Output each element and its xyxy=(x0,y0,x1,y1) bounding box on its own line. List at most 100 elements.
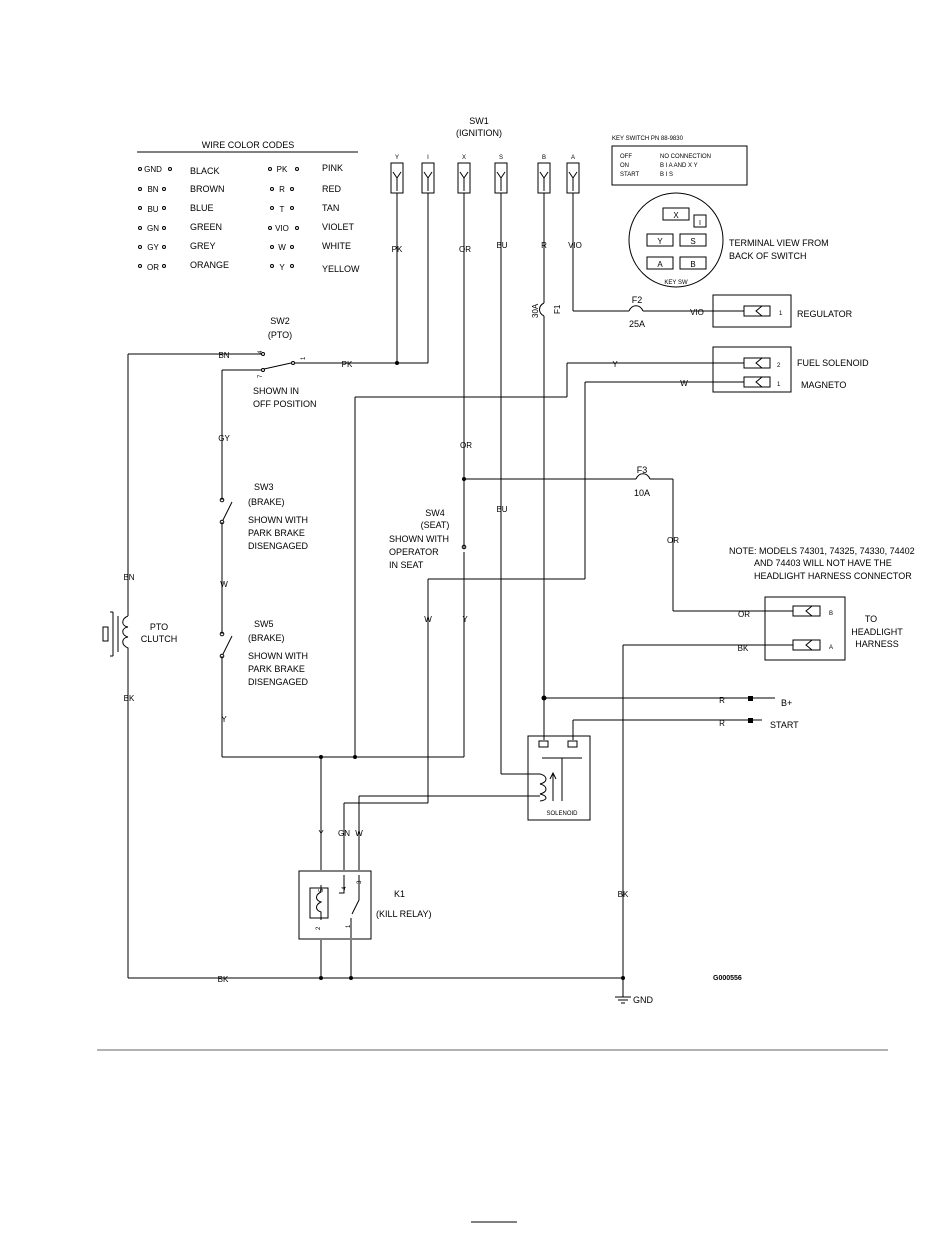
terminal-b xyxy=(679,256,707,270)
terminal-label: X xyxy=(673,211,679,220)
legend-code: Y xyxy=(279,263,285,272)
sw2-pto-switch: SW2 (PTO) 4 7 1 SHOWN IN OFF POSITION BN… xyxy=(218,316,353,409)
sw4-note: OPERATOR xyxy=(389,547,439,557)
sw2-pin: 1 xyxy=(301,356,307,360)
junction-dots xyxy=(319,361,753,980)
regulator-pin xyxy=(743,305,771,317)
sw4-title: SW4 xyxy=(425,508,445,518)
legend-row-or: OR ORANGE xyxy=(147,260,229,272)
sw1-terminal-label: I xyxy=(427,155,429,161)
sw3-subtitle: (BRAKE) xyxy=(248,497,285,507)
terminal-label: S xyxy=(690,237,695,246)
sw3-note: PARK BRAKE xyxy=(248,528,305,538)
starter-solenoid: SOLENOID xyxy=(527,735,591,821)
solenoid-arrow xyxy=(549,771,557,801)
k1-pin: 5 xyxy=(319,888,325,892)
legend-row-t: T TAN xyxy=(280,203,340,214)
wire-label-w: W xyxy=(424,615,432,624)
legend-code: VIO xyxy=(275,224,289,233)
k1-kill-relay: 4 3 5 2 1 K1 (KILL RELAY) xyxy=(298,870,432,940)
fuel-wire-label: Y xyxy=(612,360,618,369)
legend-code: W xyxy=(278,243,286,252)
ground-label: GND xyxy=(633,995,654,1005)
sw5-contact xyxy=(219,631,225,637)
drawing-number: G000556 xyxy=(713,975,742,982)
legend-title: WIRE COLOR CODES xyxy=(202,140,295,150)
wire-label-r: R xyxy=(719,696,725,705)
fuse-f2-name: F2 xyxy=(632,295,643,305)
fuel-magneto-box xyxy=(712,346,792,393)
terminal-label: Y xyxy=(657,237,663,246)
legend-row-bn: BN BROWN xyxy=(147,184,224,194)
k1-pin: 2 xyxy=(316,926,322,930)
legend-code: OR xyxy=(147,263,159,272)
solenoid-terminal xyxy=(567,740,578,748)
wire-label-w: W xyxy=(355,829,363,838)
legend-row-gy: GY GREY xyxy=(147,241,215,252)
wire-label-y: Y xyxy=(462,615,468,624)
regulator-label: REGULATOR xyxy=(797,309,853,319)
sw1-terminal-label: Y xyxy=(395,155,399,161)
wire-label-bu: BU xyxy=(496,505,507,514)
sw5-title: SW5 xyxy=(254,619,274,629)
terminal-label: I xyxy=(699,220,701,227)
terminal-a xyxy=(646,256,674,270)
sw2-contact xyxy=(291,361,295,365)
legend-color: GREY xyxy=(190,241,216,251)
wire-label-r: R xyxy=(719,719,725,728)
wire-label-gn: GN xyxy=(338,829,350,838)
wire-labels: GY W Y BN BK OR BU OR W Y OR BK R R Y GN… xyxy=(123,434,750,984)
headlight-note: AND 74403 WILL NOT HAVE THE xyxy=(754,558,892,568)
legend-color: RED xyxy=(322,184,342,194)
wire-color-legend: WIRE COLOR CODES GND BLACK BN BROWN BU B… xyxy=(137,140,360,274)
fuse-f1-symbol xyxy=(539,302,545,317)
legend-row-w: W WHITE xyxy=(278,241,351,252)
key-switch-box xyxy=(611,145,748,186)
k1-pin: 1 xyxy=(346,924,352,928)
fuse-f3-symbol xyxy=(635,473,651,480)
regulator-connector: 1 REGULATOR VIO xyxy=(690,294,853,328)
pto-clutch-coil xyxy=(122,615,129,652)
regulator-wire-label: VIO xyxy=(690,308,704,317)
sw2-subtitle: (PTO) xyxy=(268,330,292,340)
legend-wire-ends xyxy=(138,167,299,268)
legend-color: BLACK xyxy=(190,166,220,176)
wire-label-gy: GY xyxy=(218,434,230,443)
wire-label-bn: BN xyxy=(123,573,134,582)
headlight-connector: NOTE: MODELS 74301, 74325, 74330, 74402 … xyxy=(729,546,915,661)
sw4-note: SHOWN WITH xyxy=(389,534,449,544)
headlight-note: HEADLIGHT HARNESS CONNECTOR xyxy=(754,571,912,581)
sw2-note: SHOWN IN xyxy=(253,386,299,396)
key-switch-title: KEY SWITCH PN 88-9830 xyxy=(612,136,684,142)
key-state: ON xyxy=(620,163,629,169)
fuse-f3-name: F3 xyxy=(637,465,648,475)
legend-color: BLUE xyxy=(190,203,214,213)
headlight-pin-label: A xyxy=(829,645,833,651)
sw1-connectors xyxy=(390,162,580,194)
k1-title: K1 xyxy=(394,889,405,899)
pto-clutch: PTO CLUTCH xyxy=(102,611,177,657)
sw3-title: SW3 xyxy=(254,482,274,492)
sw2-contact xyxy=(261,368,265,372)
sw5-blade xyxy=(222,635,233,655)
sw1-terminal-label: S xyxy=(499,155,503,161)
wire-label-or: OR xyxy=(667,536,679,545)
sw1-ignition-switch: SW1 (IGNITION) Y I X S B A PK OR BU R VI… xyxy=(390,116,582,254)
sw3-blade xyxy=(222,501,233,521)
key-switch-terminal-view: X I Y S A B KEY SW TERMINAL VIEW FROM BA… xyxy=(628,192,829,288)
sw1-terminal-label: B xyxy=(542,155,546,161)
fuse-f1-name: F1 xyxy=(553,304,562,314)
fuel-pin xyxy=(743,357,771,369)
key-state: OFF xyxy=(620,154,632,160)
key-state: START xyxy=(620,172,639,178)
legend-code: BU xyxy=(147,205,158,214)
fuse-f2-rating: 25A xyxy=(629,319,645,329)
legend-row-pk: PK PINK xyxy=(277,163,343,174)
pto-clutch-label: PTO xyxy=(150,622,168,632)
fuse-f2-symbol xyxy=(628,305,644,312)
sw1-subtitle: (IGNITION) xyxy=(456,128,502,138)
k1-contacts xyxy=(339,875,360,938)
legend-code: R xyxy=(279,185,285,194)
k1-coil xyxy=(316,885,323,920)
legend-row-y: Y YELLOW xyxy=(279,263,360,274)
